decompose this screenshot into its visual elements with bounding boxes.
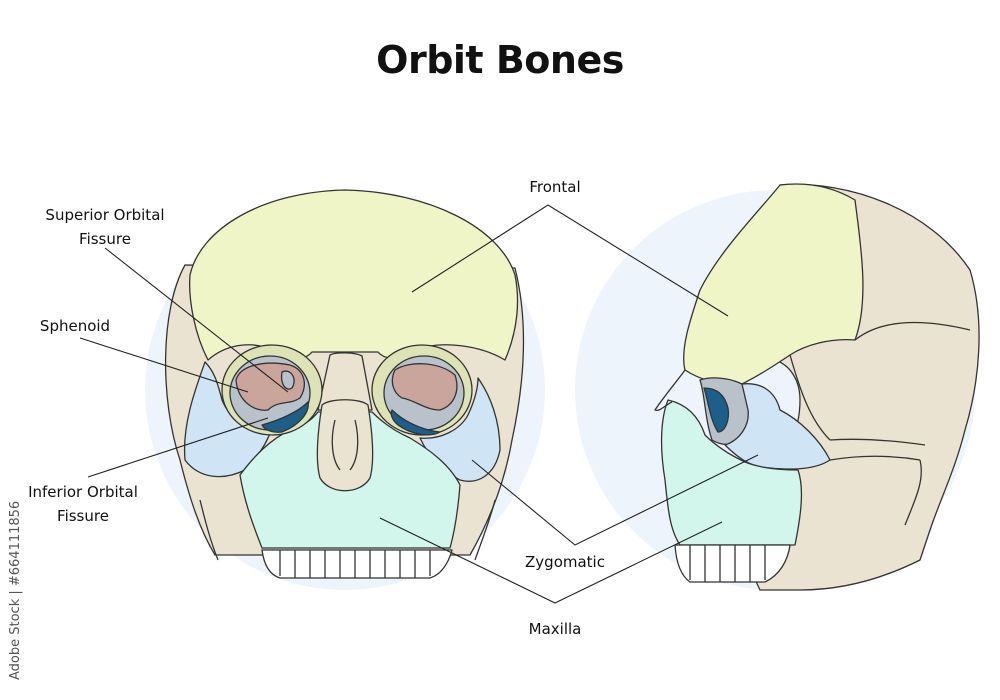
label-inferior-orbital-fissure: Inferior Orbital Fissure <box>28 483 138 525</box>
label-maxilla: Maxilla <box>528 620 582 638</box>
front-nasal-cavity <box>316 399 374 492</box>
superior-fissure-leader <box>104 247 289 393</box>
side-zygomatic <box>724 383 831 470</box>
maxilla-leader <box>379 517 723 604</box>
side-maxilla <box>660 399 803 546</box>
frontal-leader <box>411 204 729 317</box>
inferior-fissure-leader <box>87 417 269 478</box>
sphenoid-leader <box>79 337 249 393</box>
label-zygomatic: Zygomatic <box>525 553 605 571</box>
front-skull <box>164 189 525 579</box>
front-inferior-fissure-right <box>390 409 441 436</box>
leader-lines <box>79 204 759 604</box>
front-frontal-bone <box>189 189 519 361</box>
side-skull <box>654 183 980 591</box>
diagram-title: Orbit Bones <box>376 38 624 82</box>
stock-watermark: Adobe Stock | #664111856 <box>8 500 23 680</box>
side-inferior-fissure <box>703 387 730 433</box>
label-superior-orbital-fissure: Superior Orbital Fissure <box>45 206 165 248</box>
front-teeth <box>261 549 453 579</box>
front-nasal-bridge <box>317 352 373 411</box>
side-teeth <box>674 544 791 583</box>
label-frontal: Frontal <box>529 178 581 196</box>
label-sphenoid: Sphenoid <box>39 317 111 335</box>
front-sphenoid-right <box>391 363 458 411</box>
front-inferior-fissure-left <box>261 401 309 433</box>
front-superior-fissure-left <box>280 370 295 390</box>
zygomatic-leader <box>471 454 759 546</box>
side-frontal-bone <box>683 183 864 386</box>
